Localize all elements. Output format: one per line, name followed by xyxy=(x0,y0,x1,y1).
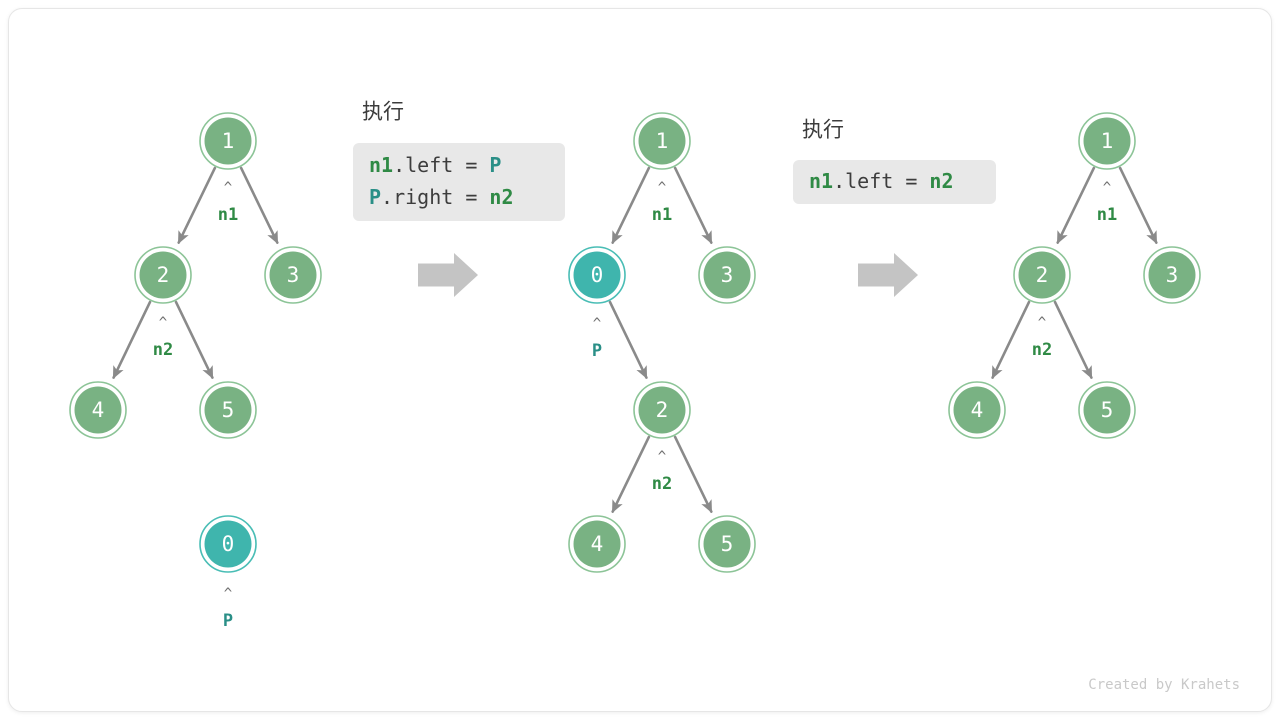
flow-arrow-2 xyxy=(858,253,918,297)
tree-node-value: 1 xyxy=(1101,129,1114,153)
code-box-1-line-1: n1.left = P xyxy=(369,153,501,177)
tree-node-value: 0 xyxy=(222,532,235,556)
tree-node-value: 3 xyxy=(721,263,734,287)
tree-node: 3 xyxy=(698,246,756,304)
tree-node-value: 4 xyxy=(92,398,105,422)
pointer-caret-icon: ^ xyxy=(159,315,167,331)
tree-edge xyxy=(112,300,152,380)
tree-node-value: 2 xyxy=(157,263,170,287)
pointer-caret-icon: ^ xyxy=(658,449,666,465)
pointer-n2: n2 xyxy=(652,474,672,494)
tree-node-value: 2 xyxy=(1036,263,1049,287)
tree-node-value: 1 xyxy=(656,129,669,153)
tree-edge xyxy=(673,166,713,245)
pointer-n1: n1 xyxy=(1097,205,1117,225)
code-box-1 xyxy=(353,143,565,221)
tree-node: 2 xyxy=(1013,246,1071,304)
tree-edge xyxy=(611,166,651,245)
pointer-caret-icon: ^ xyxy=(1038,315,1046,331)
tree-node-value: 5 xyxy=(721,532,734,556)
tree-node: 2 xyxy=(633,381,691,439)
pointer-caret-icon: ^ xyxy=(224,586,232,602)
tree-edge xyxy=(611,435,651,514)
tree-edge xyxy=(1118,166,1158,245)
tree-edge xyxy=(1053,300,1093,380)
tree-node-value: 0 xyxy=(591,263,604,287)
tree-node: 1 xyxy=(199,112,257,170)
tree-edge xyxy=(608,300,648,380)
tree-node-value: 4 xyxy=(591,532,604,556)
tree-node: 5 xyxy=(1078,381,1136,439)
tree-node: 5 xyxy=(698,515,756,573)
tree-node-value: 2 xyxy=(656,398,669,422)
tree-before: ^ n1 ^ n2 ^ P 1 2 3 4 5 0 xyxy=(69,112,322,631)
tree-node: 2 xyxy=(134,246,192,304)
flow-arrow-1 xyxy=(418,253,478,297)
code-box-2-line-1: n1.left = n2 xyxy=(809,169,954,193)
tree-node: 4 xyxy=(69,381,127,439)
pointer-n1: n1 xyxy=(218,205,238,225)
tree-edge xyxy=(239,166,279,245)
tree-edge xyxy=(177,166,217,245)
tree-node-value: 1 xyxy=(222,129,235,153)
tree-edge xyxy=(991,300,1031,380)
tree-node-value: 3 xyxy=(287,263,300,287)
tree-node-value: 5 xyxy=(1101,398,1114,422)
tree-node: 3 xyxy=(264,246,322,304)
tree-node-value: 3 xyxy=(1166,263,1179,287)
pointer-n1: n1 xyxy=(652,205,672,225)
tree-node: 4 xyxy=(568,515,626,573)
tree-edge xyxy=(174,300,214,380)
tree-node: 0 xyxy=(568,246,626,304)
tree-edge xyxy=(673,435,713,514)
tree-edge xyxy=(1056,166,1096,245)
tree-node-value: 4 xyxy=(971,398,984,422)
code-box-1-line-2: P.right = n2 xyxy=(369,185,514,209)
step-title-1: 执行 xyxy=(362,101,404,124)
step-title-2: 执行 xyxy=(802,119,844,142)
tree-node: 5 xyxy=(199,381,257,439)
tree-node: 4 xyxy=(948,381,1006,439)
pointer-n2: n2 xyxy=(153,340,173,360)
pointer-p: P xyxy=(592,341,602,361)
tree-node: 3 xyxy=(1143,246,1201,304)
tree-after: ^ n1 ^ n2 1 2 3 4 5 xyxy=(948,112,1201,439)
pointer-n2: n2 xyxy=(1032,340,1052,360)
tree-node-value: 5 xyxy=(222,398,235,422)
tree-node: 0 xyxy=(199,515,257,573)
tree-node: 1 xyxy=(1078,112,1136,170)
watermark: Created by Krahets xyxy=(1088,677,1240,693)
pointer-caret-icon: ^ xyxy=(224,180,232,196)
pointer-p: P xyxy=(223,611,233,631)
tree-node: 1 xyxy=(633,112,691,170)
pointer-caret-icon: ^ xyxy=(658,180,666,196)
pointer-caret-icon: ^ xyxy=(593,316,601,332)
tree-middle: ^ n1 ^ P ^ n2 1 0 3 2 4 5 xyxy=(568,112,756,573)
pointer-caret-icon: ^ xyxy=(1103,180,1111,196)
code-box-2 xyxy=(793,160,996,204)
